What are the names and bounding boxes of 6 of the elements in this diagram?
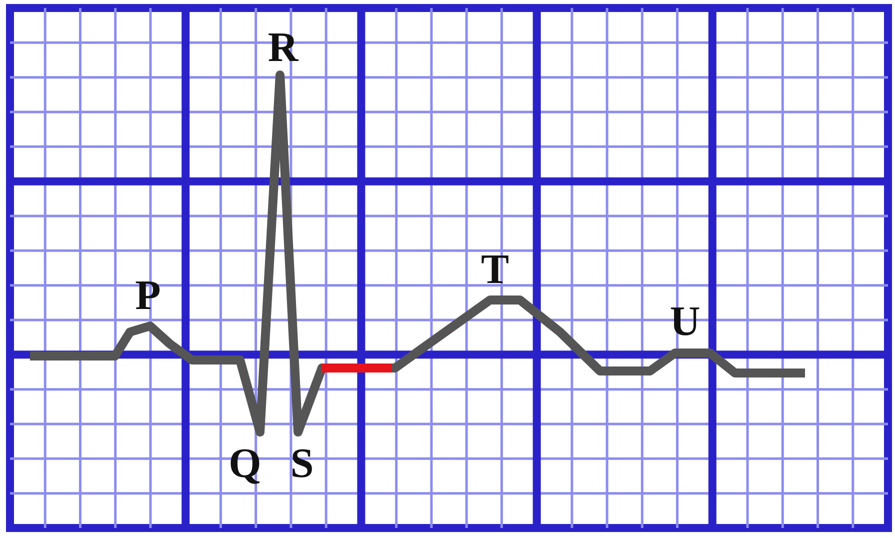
wave-label: T (481, 249, 509, 291)
wave-label: U (670, 301, 700, 343)
wave-label: Q (228, 443, 262, 485)
wave-label: P (135, 275, 161, 317)
wave-label: S (290, 443, 314, 485)
wave-label: R (268, 27, 298, 69)
